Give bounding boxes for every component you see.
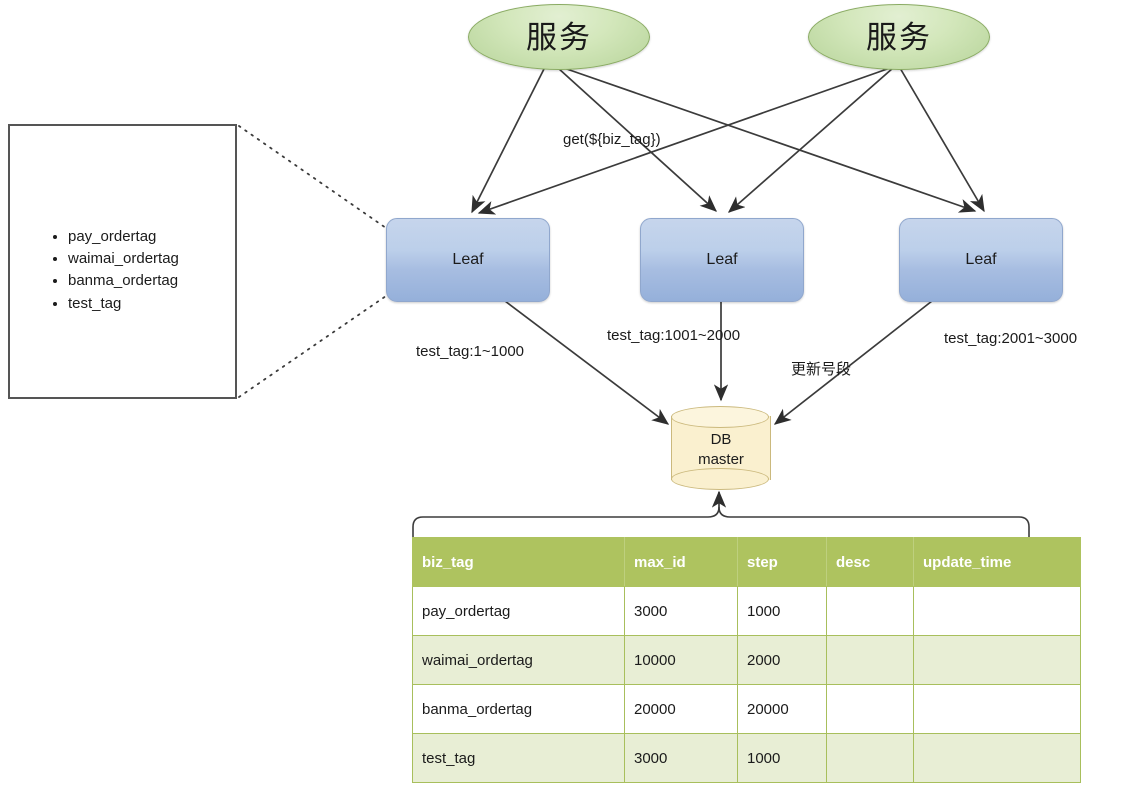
cell-update-time: [913, 733, 1081, 783]
cell-desc: [826, 684, 914, 734]
cell-max-id: 3000: [624, 733, 738, 783]
cell-biz-tag: waimai_ordertag: [412, 635, 625, 685]
service-node-left[interactable]: 服务: [468, 4, 650, 70]
service-label: 服务: [866, 19, 932, 55]
cell-step: 20000: [737, 684, 827, 734]
cell-max-id: 20000: [624, 684, 738, 734]
edge-service1-leaf1: [471, 66, 546, 214]
edge-service2-leaf3: [899, 67, 985, 213]
column-header-update-time: update_time: [913, 537, 1081, 587]
table-row: test_tag 3000 1000: [412, 733, 1081, 783]
leaf-alloc-table: biz_tag max_id step desc update_time pay…: [412, 537, 1081, 783]
database-label: DB master: [671, 430, 771, 471]
leaf-node-2[interactable]: Leaf: [640, 218, 804, 302]
column-header-max-id: max_id: [624, 537, 738, 587]
table-row: waimai_ordertag 10000 2000: [412, 635, 1081, 685]
table-header-row: biz_tag max_id step desc update_time: [412, 537, 1081, 587]
list-item: test_tag: [68, 293, 179, 315]
edge-label-range-leaf-1: test_tag:1~1000: [416, 343, 525, 360]
edge-service2-leaf2: [727, 67, 894, 213]
cell-max-id: 3000: [624, 586, 738, 636]
list-item: waimai_ordertag: [68, 248, 179, 270]
cell-step: 2000: [737, 635, 827, 685]
list-item: pay_ordertag: [68, 226, 179, 248]
edge-label-range-leaf-3: test_tag:2001~3000: [944, 330, 1078, 347]
cell-update-time: [913, 586, 1081, 636]
database-label-line1: DB: [710, 431, 732, 448]
cell-update-time: [913, 684, 1081, 734]
callout-leader-top: [238, 125, 387, 229]
callout-leader-bottom: [238, 295, 387, 398]
edge-label-range-leaf-2: test_tag:1001~2000: [607, 327, 741, 344]
cell-update-time: [913, 635, 1081, 685]
service-label: 服务: [526, 19, 592, 55]
cell-biz-tag: test_tag: [412, 733, 625, 783]
leaf-node-1[interactable]: Leaf: [386, 218, 550, 302]
table-brace: [412, 506, 1030, 537]
cell-max-id: 10000: [624, 635, 738, 685]
cell-biz-tag: pay_ordertag: [412, 586, 625, 636]
cell-desc: [826, 586, 914, 636]
list-item: banma_ordertag: [68, 270, 179, 292]
biz-tag-callout-box: pay_ordertag waimai_ordertag banma_order…: [8, 124, 237, 399]
cell-step: 1000: [737, 733, 827, 783]
database-label-line2: master: [698, 451, 744, 469]
cell-desc: [826, 635, 914, 685]
table-row: pay_ordertag 3000 1000: [412, 586, 1081, 636]
cylinder-bottom-shape: [671, 468, 769, 490]
column-header-desc: desc: [826, 537, 914, 587]
database-node[interactable]: DB master: [671, 406, 771, 490]
cylinder-top-shape: [671, 406, 769, 428]
leaf-node-3[interactable]: Leaf: [899, 218, 1063, 302]
edge-leaf1-db: [504, 300, 670, 425]
table-row: banma_ordertag 20000 20000: [412, 684, 1081, 734]
cell-desc: [826, 733, 914, 783]
leaf-label: Leaf: [965, 251, 997, 268]
leaf-label: Leaf: [452, 251, 484, 268]
edge-service2-leaf1: [477, 67, 891, 215]
cell-biz-tag: banma_ordertag: [412, 684, 625, 734]
service-node-right[interactable]: 服务: [808, 4, 990, 70]
column-header-step: step: [737, 537, 827, 587]
leaf-label: Leaf: [706, 251, 738, 268]
column-header-biz-tag: biz_tag: [412, 537, 625, 587]
cell-step: 1000: [737, 586, 827, 636]
biz-tag-list: pay_ordertag waimai_ordertag banma_order…: [46, 226, 179, 315]
edge-label-update-segment: 更新号段: [791, 361, 852, 378]
edge-label-get-request: get(${biz_tag}): [563, 131, 661, 148]
